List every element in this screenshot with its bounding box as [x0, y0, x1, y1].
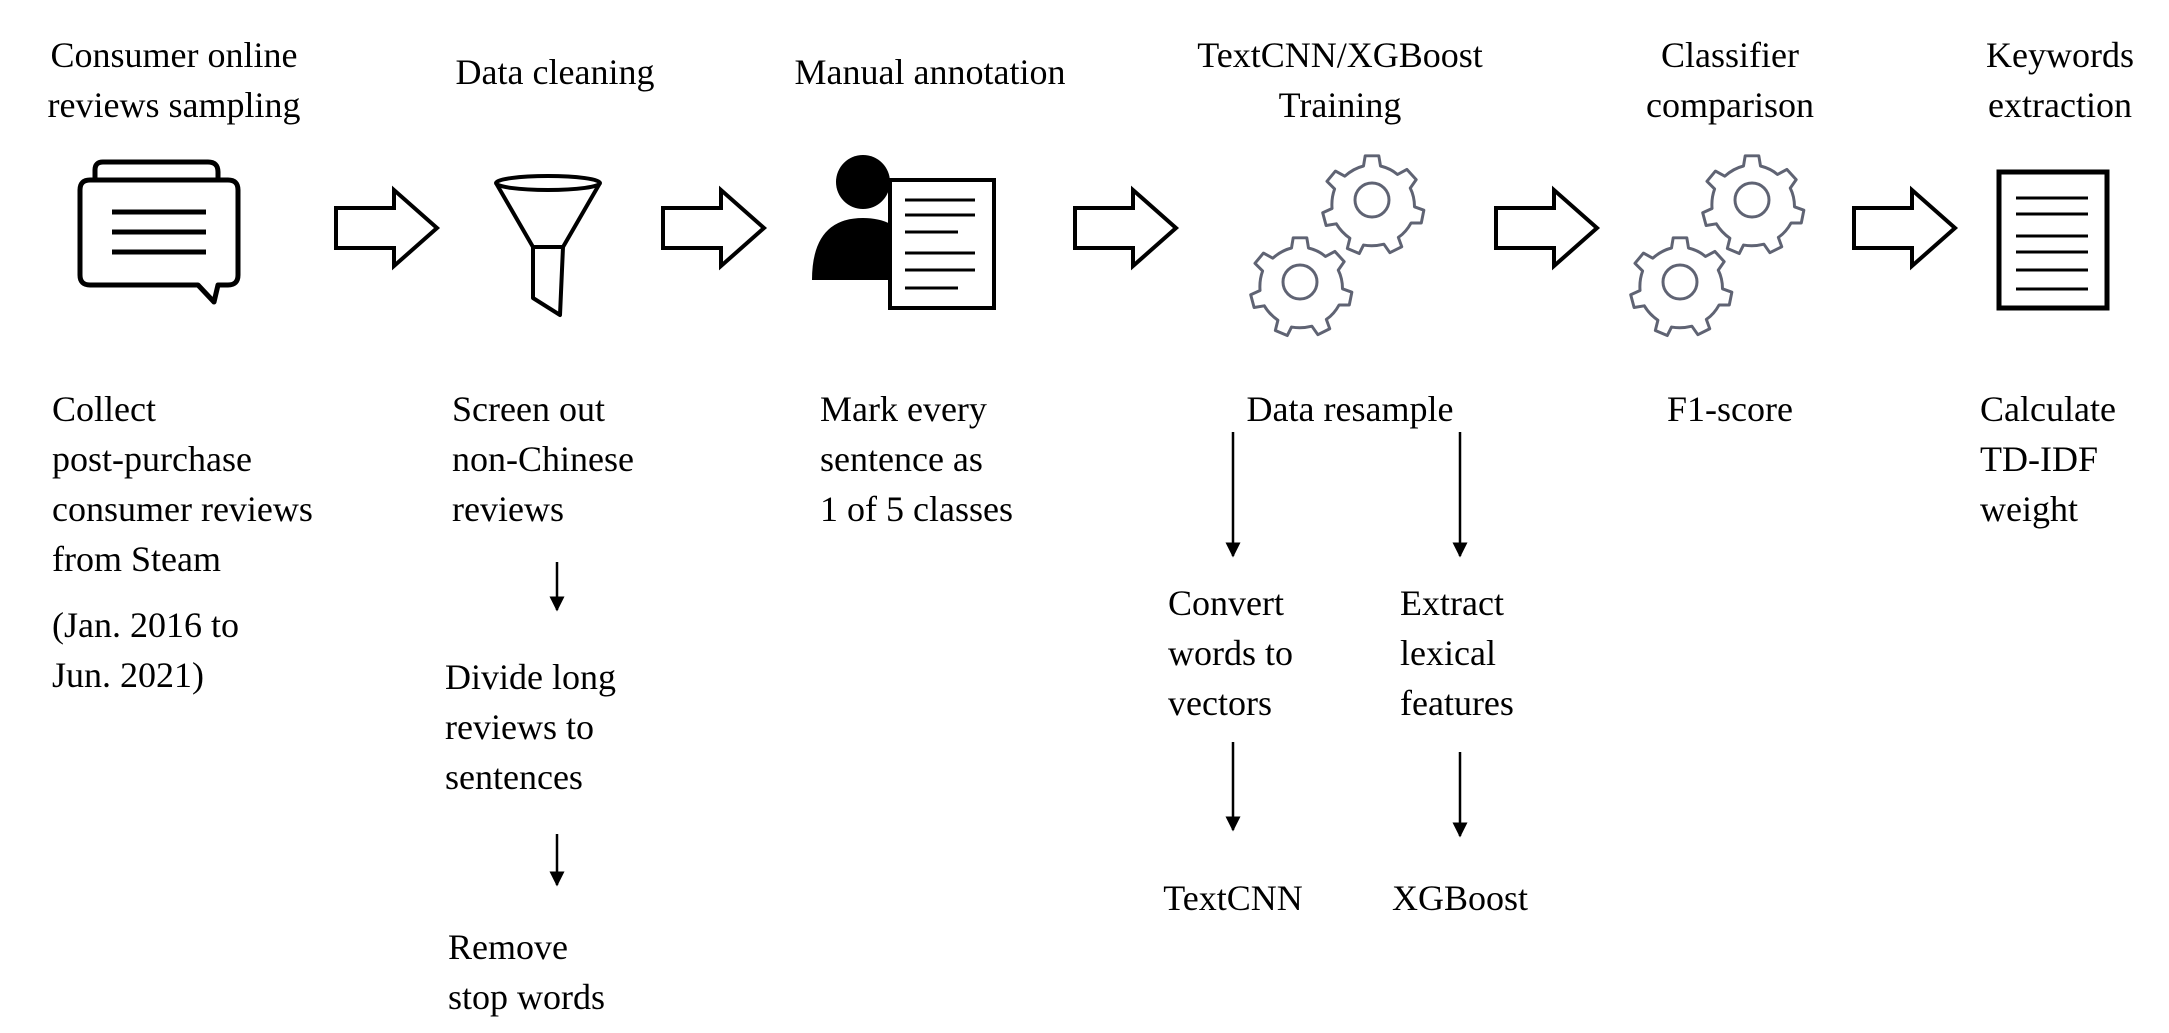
step-desc-keywords: Calculate TD-IDF weight: [1980, 389, 2116, 529]
step-title-keywords: Keywords extraction: [1986, 35, 2134, 125]
document-icon: [1996, 169, 2110, 311]
step-title-cleaning: Data cleaning: [455, 52, 655, 92]
step-title-sampling: Consumer online reviews sampling: [47, 35, 301, 125]
gears-icon: [1629, 154, 1806, 338]
cleaning-substep-stopwords: Remove stop words: [448, 927, 606, 1017]
step-title-annotation: Manual annotation: [794, 52, 1066, 92]
step-title-training: TextCNN/XGBoost Training: [1197, 35, 1483, 125]
branch-step-textcnn: Convert words to vectors: [1168, 583, 1293, 723]
speech-bubbles-icon: [77, 159, 241, 305]
flow-arrow: [1494, 185, 1601, 271]
step-title-comparison: Classifier comparison: [1646, 35, 1814, 125]
flow-arrow: [661, 185, 768, 271]
flow-arrow: [334, 185, 441, 271]
step-note-sampling: (Jan. 2016 to Jun. 2021): [52, 605, 239, 695]
flow-arrow: [1073, 185, 1180, 271]
gears-icon: [1249, 154, 1426, 338]
step-desc-annotation: Mark every sentence as 1 of 5 classes: [820, 389, 1013, 529]
step-desc-training: Data resample: [1246, 389, 1454, 429]
step-desc-cleaning: Screen out non-Chinese reviews: [452, 389, 634, 529]
funnel-icon: [494, 174, 602, 317]
step-desc-sampling: Collect post-purchase consumer reviews f…: [52, 389, 313, 579]
model-xgboost: XGBoost: [1391, 878, 1529, 918]
person-document-icon: [812, 155, 996, 310]
flow-arrow: [1852, 185, 1959, 271]
branch-step-xgboost: Extract lexical features: [1400, 583, 1514, 723]
model-textcnn: TextCNN: [1163, 878, 1303, 918]
cleaning-substep-sentences: Divide long reviews to sentences: [445, 657, 616, 797]
step-desc-comparison: F1-score: [1667, 389, 1793, 429]
